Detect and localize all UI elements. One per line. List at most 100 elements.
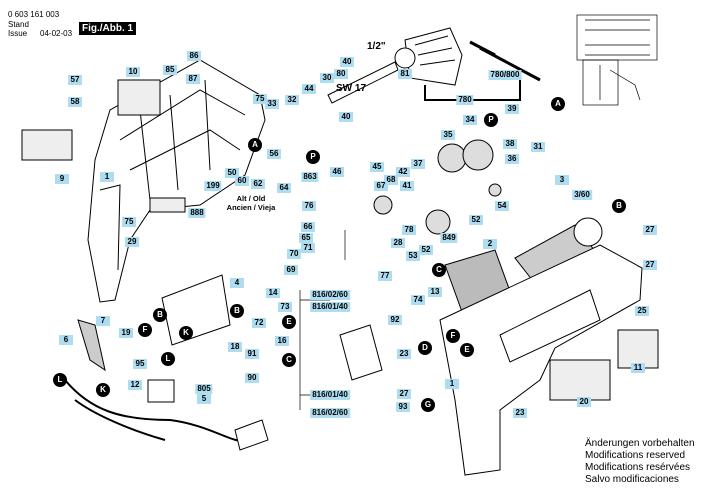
part-label: 68 [384,175,398,185]
part-label: 39 [505,104,519,114]
part-label: 40 [340,57,354,67]
label-sticker-11 [617,329,659,369]
label-sticker-888 [149,197,186,213]
part-label: 23 [397,349,411,359]
part-label: 14 [266,288,280,298]
part-label: 13 [428,287,442,297]
part-label: 816/02/60 [310,290,350,300]
ref-marker: C [432,263,446,277]
part-label: 36 [505,154,519,164]
part-label: 44 [302,84,316,94]
stand-label: Stand [8,20,29,29]
part-label: 7 [96,316,110,326]
part-label: 93 [396,402,410,412]
old-note-line2: Ancien / Vieja [226,203,276,212]
old-parts-note: Alt / Old Ancien / Vieja [221,194,281,212]
part-label: 3 [555,175,569,185]
note-line: Modifications resérvées [585,462,691,473]
part-label: 69 [284,265,298,275]
part-label: 54 [495,201,509,211]
drill-chuck [394,27,463,86]
part-label: 31 [531,142,545,152]
part-label: 78 [402,225,416,235]
part-label: 57 [68,75,82,85]
wiring-schematic [576,14,658,106]
part-label: 76 [302,201,316,211]
part-label: 1 [100,172,114,182]
part-label: 28 [391,238,405,248]
part-label: 863 [301,172,319,182]
part-label: 888 [188,208,206,218]
part-label: 19 [119,328,133,338]
part-label: 75 [253,94,267,104]
ref-marker: D [418,341,432,355]
ref-marker: B [153,308,167,322]
switch-module [161,274,383,381]
part-label: 29 [125,237,139,247]
part-label: 30 [320,73,334,83]
label-sticker-10 [117,79,161,116]
modification-notes: Änderungen vorbehalten Modifications res… [585,438,695,486]
part-label: 35 [441,130,455,140]
part-label: 80 [334,69,348,79]
cord-plug [234,419,269,451]
part-label: 65 [299,233,313,243]
ref-marker: F [446,329,460,343]
doc-number: 0 603 161 003 [8,10,60,19]
part-label: 4 [230,278,244,288]
part-label: 45 [370,162,384,172]
part-label: 16 [275,336,289,346]
ref-marker: P [484,113,498,127]
part-label: 62 [251,179,265,189]
ref-marker: B [230,304,244,318]
chuck-key [469,40,541,82]
part-label: 46 [330,167,344,177]
part-label: 52 [469,215,483,225]
ref-marker: P [306,150,320,164]
ref-marker: A [248,138,262,152]
part-label: 85 [163,65,177,75]
part-label: 81 [398,69,412,79]
brush-holder [147,379,175,403]
part-label: 5 [197,394,211,404]
sw-label: SW 17 [336,83,367,94]
part-label: 91 [245,349,259,359]
part-label: 37 [411,159,425,169]
part-label: 18 [228,342,242,352]
ref-marker: K [179,326,193,340]
part-label: 52 [419,245,433,255]
note-line: Salvo modificaciones [585,474,679,485]
ref-marker: G [421,398,435,412]
part-label: 58 [68,97,82,107]
part-label: 2 [483,239,497,249]
housing-half-right [439,244,643,476]
part-label: 53 [406,251,420,261]
part-label: 199 [204,181,222,191]
part-label: 92 [388,315,402,325]
part-label: 77 [378,271,392,281]
part-label: 75 [122,217,136,227]
part-label: 50 [225,168,239,178]
part-label: 90 [245,373,259,383]
size-label: 1/2" [367,41,386,52]
ref-marker: A [551,97,565,111]
part-label: 27 [643,225,657,235]
ref-marker: L [53,373,67,387]
label-sticker-9 [21,129,73,161]
part-label: 816/02/60 [310,408,350,418]
label-sticker-20 [549,359,611,401]
part-label: 60 [235,176,249,186]
part-label: 71 [301,243,315,253]
issue-date: 04-02-03 [40,29,73,38]
part-label: 816/01/40 [310,390,350,400]
ref-marker: E [282,315,296,329]
part-label: 87 [186,74,200,84]
part-label: 11 [631,363,645,373]
part-label: 12 [128,380,142,390]
part-label: 74 [411,295,425,305]
part-label: 805 [195,384,213,394]
part-label: 6 [59,335,73,345]
part-label: 10 [126,67,140,77]
ref-marker: B [612,199,626,213]
part-label: 34 [463,115,477,125]
